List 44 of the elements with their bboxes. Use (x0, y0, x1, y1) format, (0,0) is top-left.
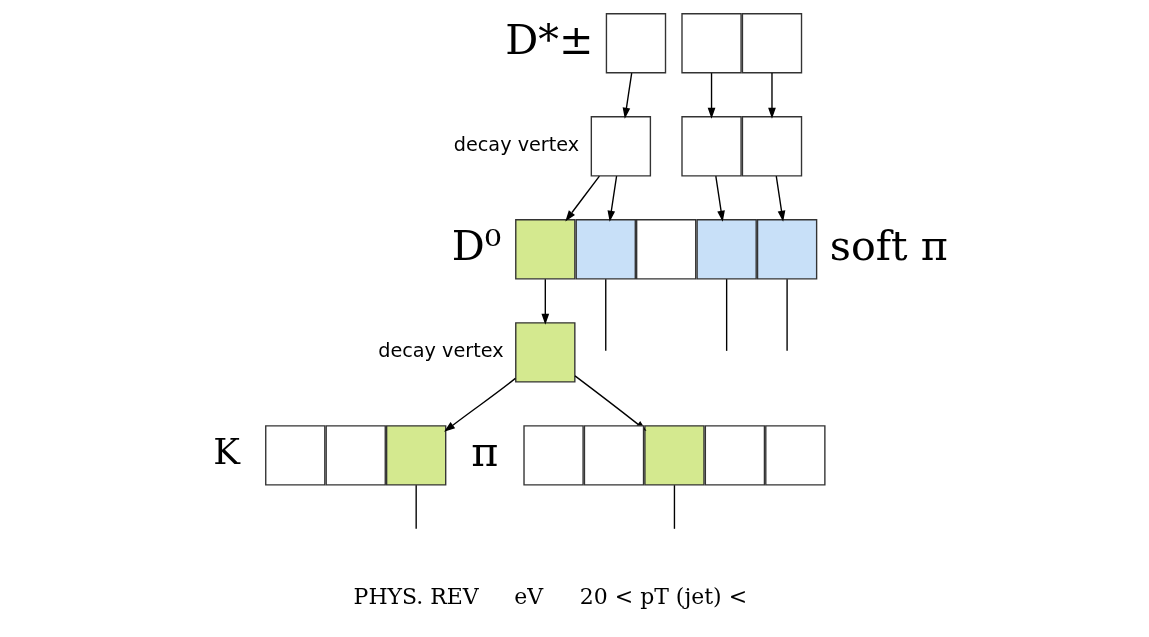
arrow (768, 72, 776, 119)
node-box (605, 13, 667, 74)
label: decay vertex (453, 133, 580, 157)
arrow (775, 175, 786, 222)
node-box (265, 425, 326, 486)
label: decay vertex (378, 339, 504, 363)
connector (415, 484, 417, 530)
node-box (756, 219, 818, 280)
node-box (325, 425, 386, 486)
node-box (523, 425, 584, 486)
label: π (471, 427, 499, 476)
label: eV (514, 583, 544, 609)
node-box (644, 425, 705, 486)
arrow (444, 377, 517, 432)
node-box (583, 425, 645, 486)
arrow (565, 175, 601, 222)
node-box (681, 13, 742, 74)
label: D⁰ (451, 221, 502, 270)
arrow (541, 278, 550, 325)
arrow (622, 72, 633, 119)
connector (673, 484, 676, 530)
connector (725, 278, 728, 352)
arrow (715, 175, 725, 222)
node-box (590, 116, 652, 177)
node-box (385, 425, 447, 486)
label: K (213, 431, 240, 473)
node-box (515, 219, 576, 280)
node-box (635, 219, 697, 280)
node-box (741, 13, 803, 74)
arrow (607, 175, 618, 222)
node-box (765, 425, 826, 486)
label: 20 < pT (jet) < (579, 583, 748, 609)
connector (786, 278, 788, 352)
label: PHYS. REV (353, 583, 479, 609)
label: D*± (505, 15, 594, 64)
node-box (681, 116, 742, 177)
label: soft π (829, 221, 948, 270)
node-box (741, 116, 803, 177)
arrow (707, 72, 716, 119)
connector (605, 278, 607, 352)
node-box (515, 322, 576, 383)
node-box (696, 219, 757, 280)
node-box (575, 219, 636, 280)
node-box (704, 425, 766, 486)
